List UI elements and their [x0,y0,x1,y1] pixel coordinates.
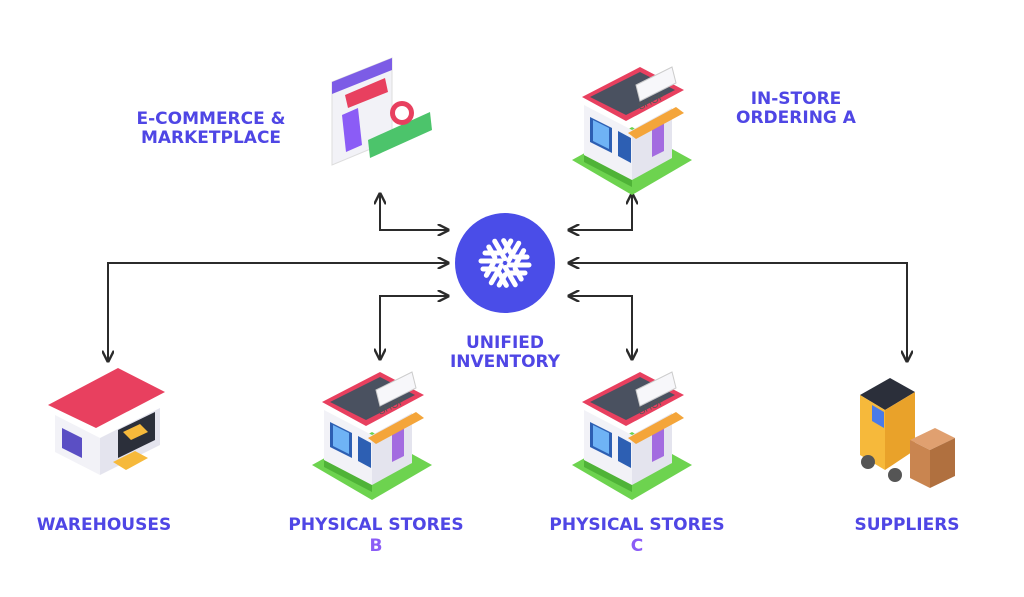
forklift-icon [860,378,955,488]
suppliers-label: SUPPLIERS [854,515,959,535]
store-c-node: SHOP PHYSICAL STORES C [549,371,725,556]
instore-label-line1: IN-STORE [751,89,842,109]
arrow-store-b [380,296,447,358]
suppliers-node: SUPPLIERS [854,378,960,535]
store-b-label-line1: PHYSICAL STORES [288,515,463,535]
ecommerce-browser-icon [331,57,432,166]
arrow-suppliers [570,263,907,360]
store-c-label-line2: C [631,536,643,556]
warehouses-node: WAREHOUSES [37,368,171,535]
unified-inventory-logo-icon [478,237,529,289]
warehouse-icon [48,368,165,475]
arrow-warehouses [108,263,447,360]
store-b-label-line2: B [370,536,383,556]
shop-icon [311,371,433,501]
store-b-node: SHOP PHYSICAL STORES B [288,371,464,556]
arrow-instore [570,195,632,230]
ecommerce-label-line1: E-COMMERCE & [137,109,286,129]
instore-node: SHOP IN-STORE ORDERING A [571,66,857,196]
shop-icon [571,371,693,501]
warehouses-label: WAREHOUSES [37,515,171,535]
hub-label-line2: INVENTORY [450,352,561,372]
arrow-ecommerce [380,195,447,230]
unified-inventory-hub: UNIFIED INVENTORY [450,213,561,372]
store-c-label-line1: PHYSICAL STORES [549,515,724,535]
ecommerce-node: E-COMMERCE & MARKETPLACE [137,57,432,166]
shop-icon [571,66,693,196]
instore-label-line2: ORDERING A [736,108,857,128]
hub-label-line1: UNIFIED [466,333,544,353]
arrow-store-c [570,296,632,358]
ecommerce-label-line2: MARKETPLACE [141,128,281,148]
